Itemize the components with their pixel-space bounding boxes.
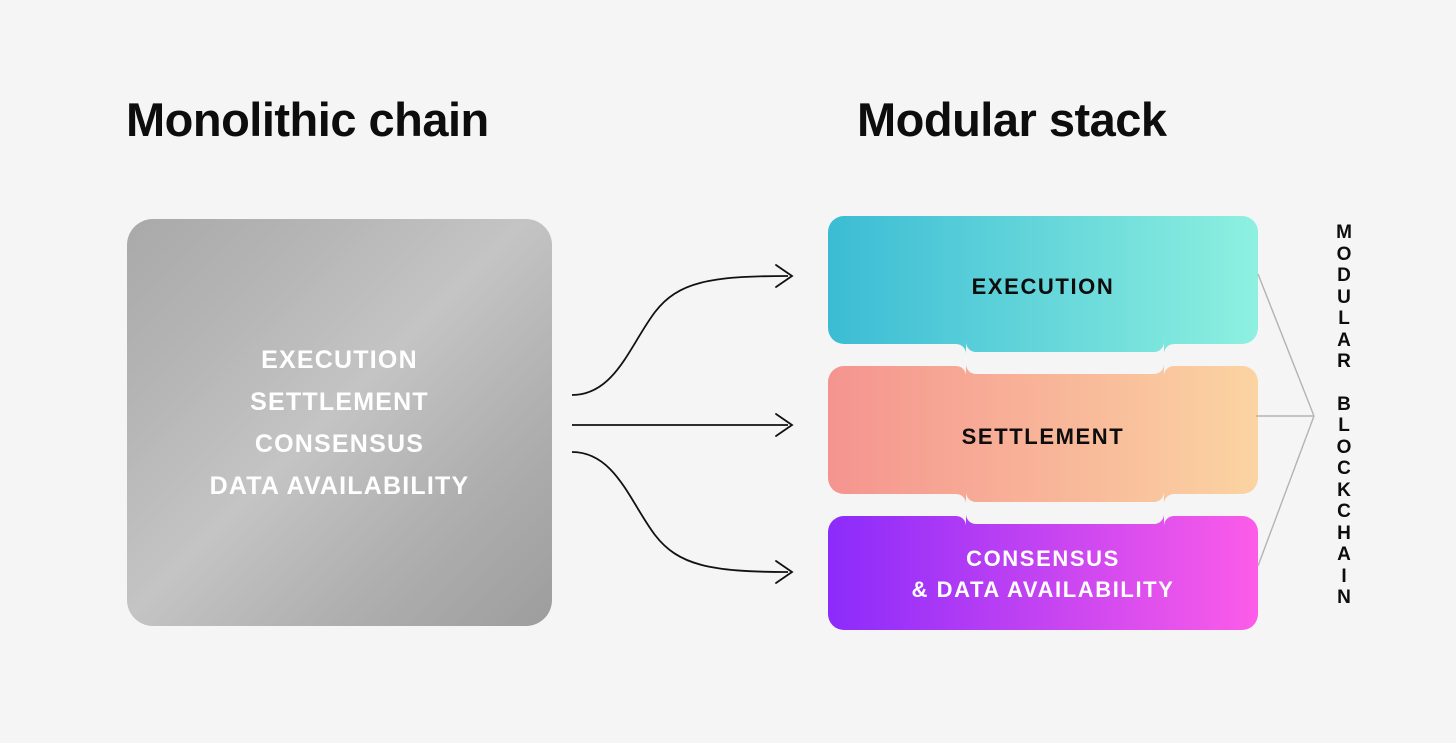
caption-letter: D xyxy=(1337,265,1351,286)
monolithic-line-data-availability: DATA AVAILABILITY xyxy=(209,471,470,500)
arrow-to-execution-path xyxy=(571,275,789,396)
monolithic-chain-block: EXECUTION SETTLEMENT CONSENSUS DATA AVAI… xyxy=(127,219,552,626)
caption-letter: M xyxy=(1336,222,1352,243)
modular-blockchain-brace xyxy=(1256,273,1315,567)
caption-letter: L xyxy=(1338,415,1350,436)
caption-letter: K xyxy=(1337,479,1351,501)
caption-letter: A xyxy=(1337,329,1351,351)
caption-letter: O xyxy=(1336,436,1352,458)
arrow-to-settlement-head xyxy=(775,413,794,437)
execution-layer-shape xyxy=(828,216,1258,354)
caption-letter: R xyxy=(1337,351,1351,372)
caption-letter: H xyxy=(1337,522,1351,544)
caption-letter: L xyxy=(1338,308,1350,329)
caption-letter: O xyxy=(1336,243,1352,265)
arrow-to-consensus-path xyxy=(571,451,789,573)
caption-letter: N xyxy=(1337,587,1351,608)
modular-stack-title: Modular stack xyxy=(857,93,1167,146)
caption-letter: U xyxy=(1337,286,1351,308)
settlement-layer-shape xyxy=(828,364,1258,504)
monolithic-line-execution: EXECUTION xyxy=(261,345,418,374)
modular-blockchain-caption: M O D U L A R B L O C K C H A I N xyxy=(1322,222,1366,632)
caption-letter: I xyxy=(1341,565,1347,587)
caption-letter: B xyxy=(1337,393,1351,415)
arrow-to-execution-head xyxy=(775,264,794,288)
monolithic-line-settlement: SETTLEMENT xyxy=(250,387,429,416)
modular-stack-group: EXECUTION SETTLEMENT CONSENSUS & DATA AV… xyxy=(828,216,1258,630)
caption-letter: A xyxy=(1337,544,1351,565)
arrow-group xyxy=(571,264,794,584)
arrow-to-consensus-head xyxy=(775,560,794,584)
monolithic-chain-title: Monolithic chain xyxy=(126,93,489,146)
brace-line-top xyxy=(1257,273,1315,417)
caption-letter: C xyxy=(1337,458,1351,479)
caption-letter: C xyxy=(1337,501,1351,522)
consensus-layer-shape xyxy=(828,514,1258,630)
brace-line-bottom xyxy=(1257,415,1315,567)
monolithic-line-consensus: CONSENSUS xyxy=(254,429,425,458)
